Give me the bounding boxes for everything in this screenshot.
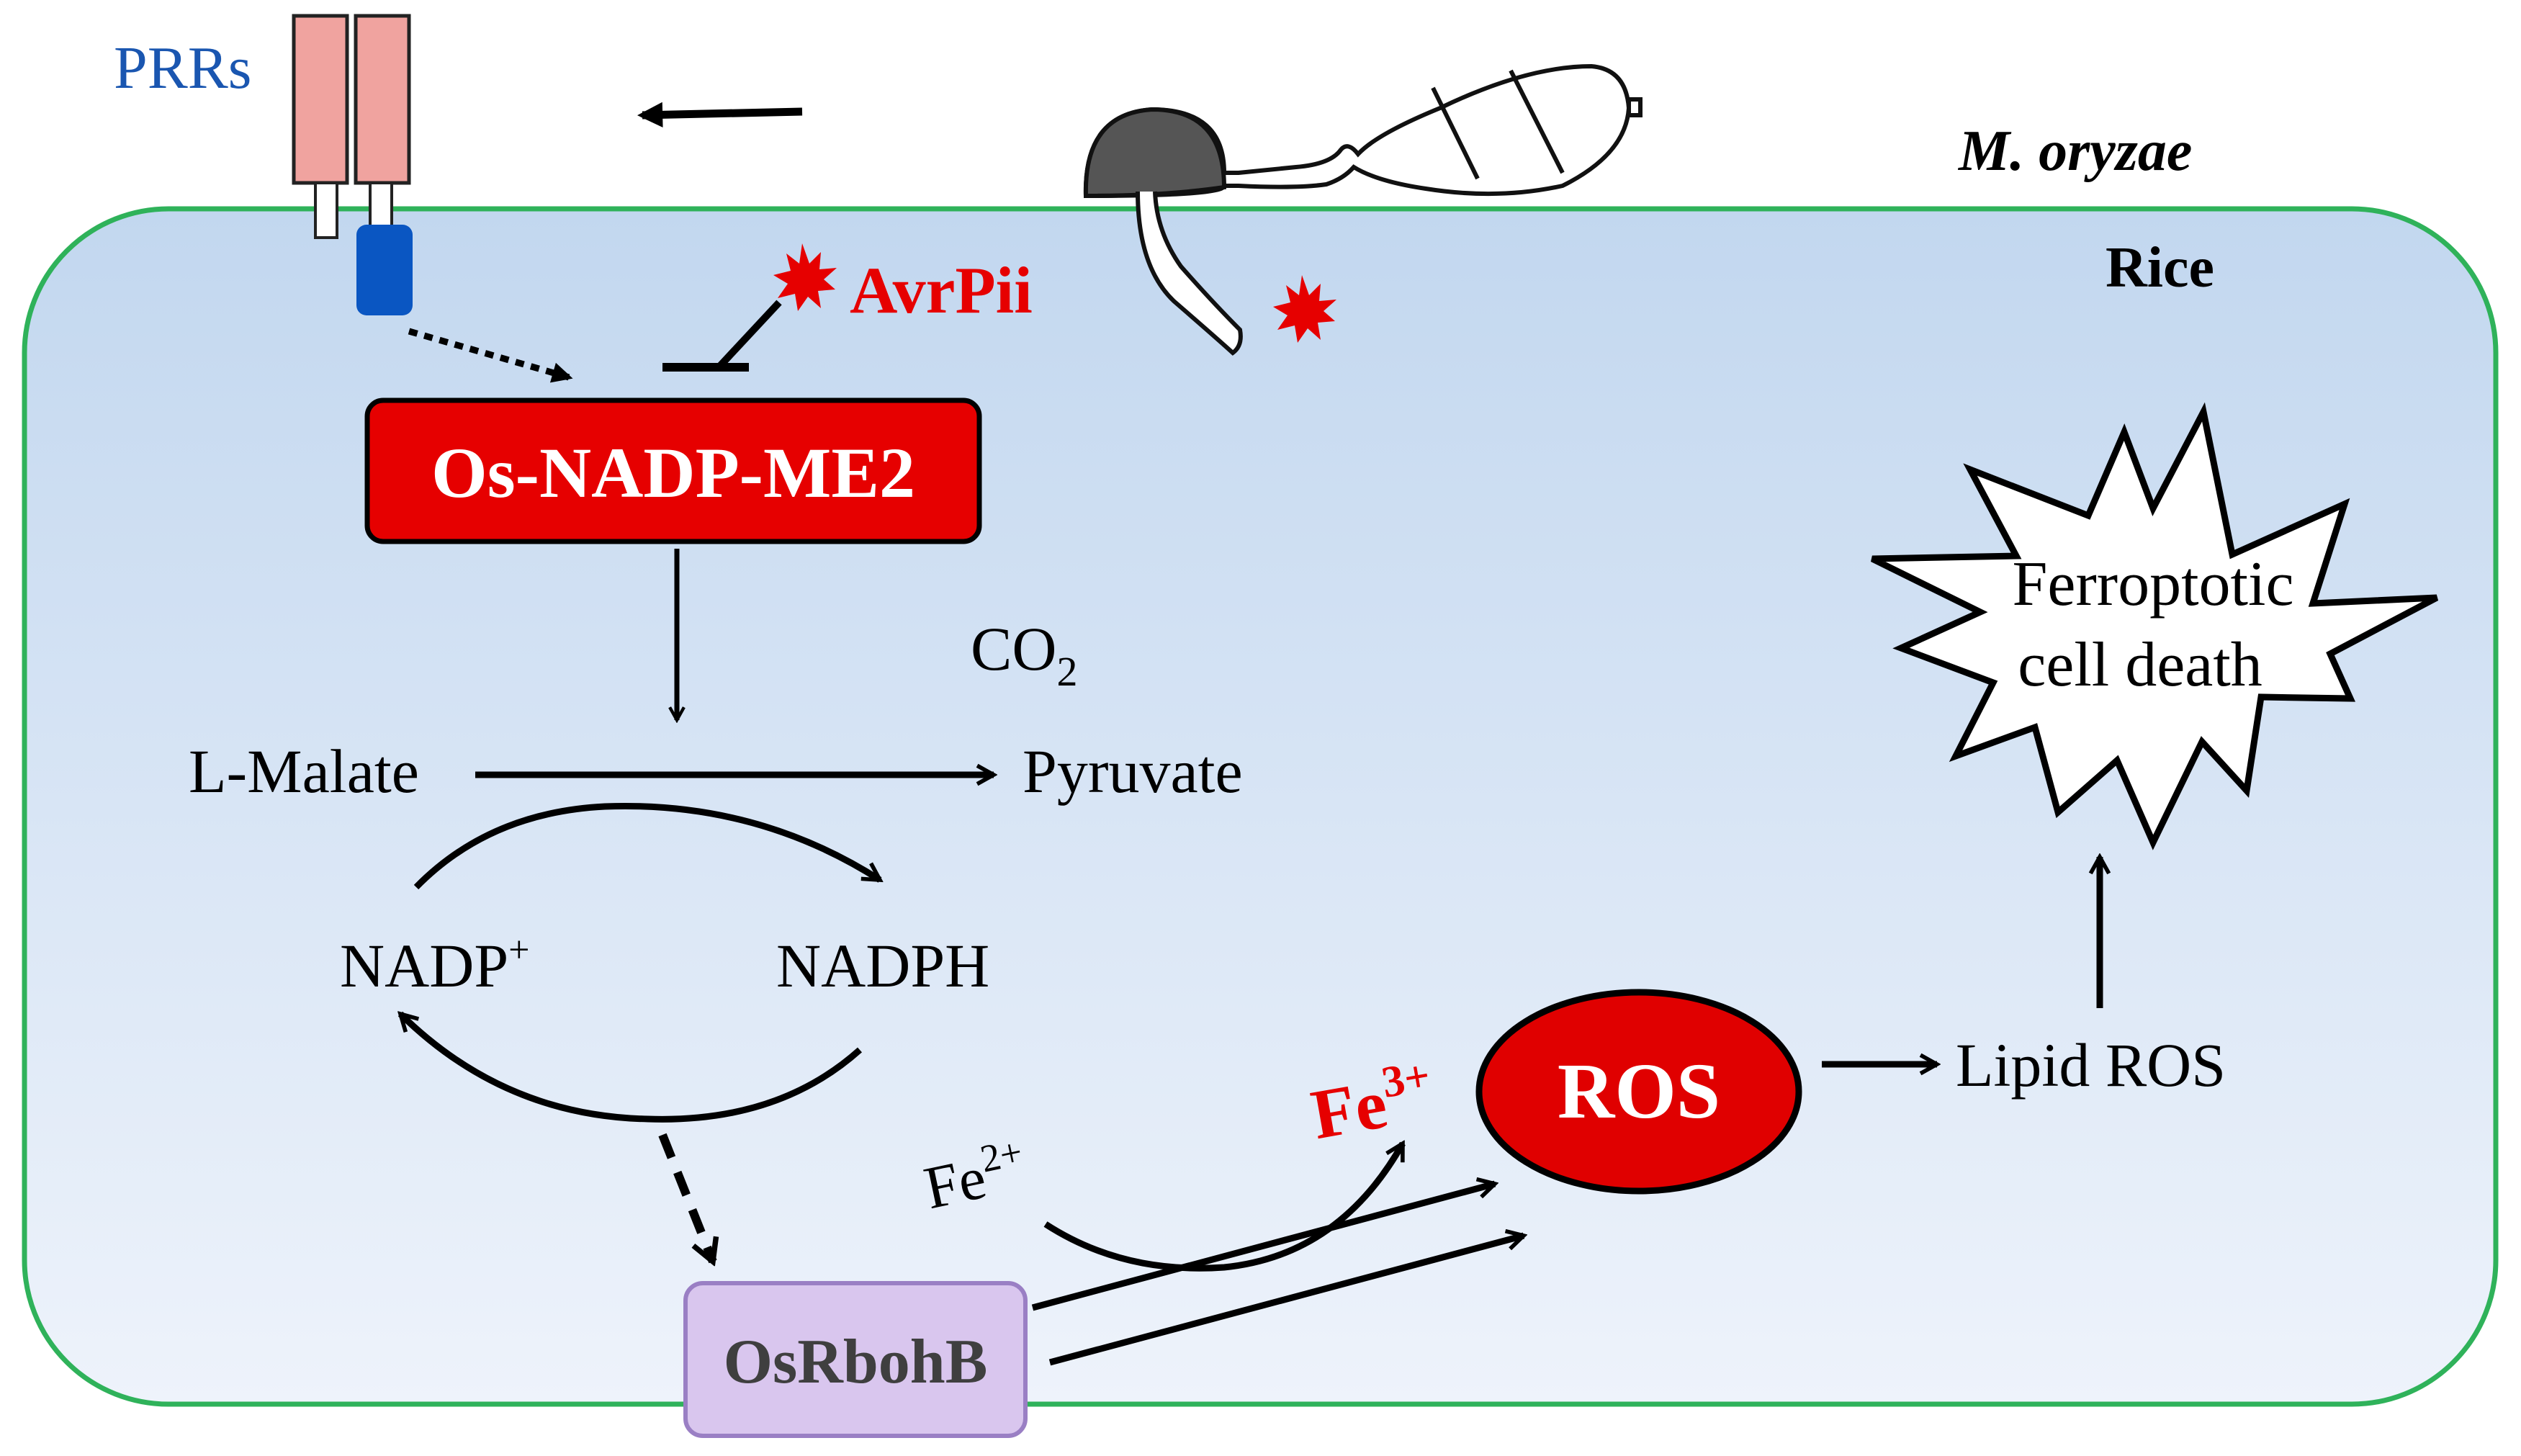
pyruvate-label: Pyruvate (1023, 737, 1243, 806)
oxidase-to-ros-arrow-1 (1031, 1184, 1495, 1311)
prr-kinase-domain (356, 225, 413, 315)
oxidase-box (683, 1281, 1028, 1438)
co2-label: CO2 (971, 614, 1077, 695)
inhibition-line (717, 300, 782, 369)
fenton-curve (1043, 1143, 1406, 1272)
nadph-to-nadp-arc (400, 1014, 862, 1123)
fe2-label: Fe2+ (917, 1130, 1032, 1222)
death-label-line1: Ferroptotic (2012, 549, 2293, 619)
ros-label: ROS (1558, 1047, 1720, 1135)
nadph-label: NADPH (776, 931, 989, 1000)
nadp-to-nadph-arc (413, 803, 880, 890)
receptor-icon (292, 14, 413, 315)
pathogen-label: M. oryzae (1957, 120, 2192, 183)
fe3-label: Fe3+ (1305, 1051, 1439, 1155)
rice-cell (22, 206, 2499, 1407)
nadph-to-oxidase-arrow (658, 1133, 713, 1262)
oxidase-to-ros-arrow-2 (1048, 1236, 1524, 1366)
effector-burst-icon (1273, 275, 1336, 343)
enzyme-label: Os-NADP-ME2 (431, 433, 915, 513)
lipid-ros-label: Lipid ROS (1956, 1030, 2226, 1100)
recognition-arrow (637, 102, 803, 127)
starburst-icon (1871, 402, 2439, 850)
fungus-icon (1083, 63, 1643, 356)
ros-ellipse (1475, 989, 1802, 1195)
enzyme-box (364, 397, 982, 544)
host-label: Rice (2106, 236, 2214, 300)
prr-activation-arrow (408, 328, 573, 383)
death-label-line2: cell death (2018, 630, 2262, 700)
effector-burst-icon (773, 243, 837, 311)
effector-label: AvrPii (850, 253, 1033, 327)
oxidase-label: OsRbohB (724, 1327, 988, 1397)
prrs-label: PRRs (114, 35, 251, 102)
malate-label: L-Malate (189, 737, 419, 806)
nadp-label: NADP+ (340, 930, 529, 1000)
